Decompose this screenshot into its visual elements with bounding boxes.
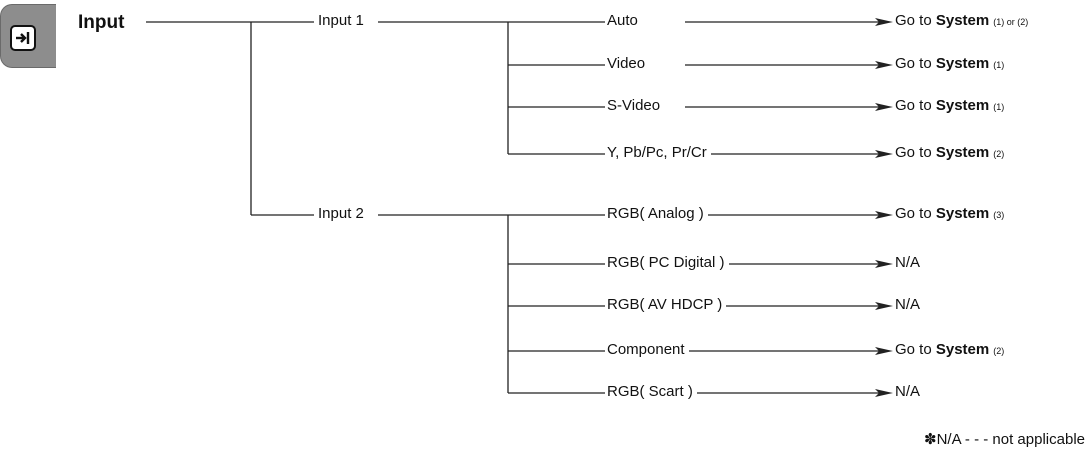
option-label: RGB( AV HDCP ): [605, 295, 727, 315]
branch-label: Input 2: [314, 204, 368, 224]
option-label: Component: [605, 340, 689, 360]
result-note: (2): [993, 149, 1005, 159]
result-text: Go to: [895, 97, 936, 114]
option-label: RGB( Scart ): [605, 382, 697, 402]
result-note: (1): [993, 60, 1005, 70]
result-text: Go to: [895, 55, 936, 72]
result-note: (2): [993, 346, 1005, 356]
result-label: Go to System(2): [895, 340, 1004, 361]
option-label: RGB( PC Digital ): [605, 253, 729, 273]
result-arrow-head: [875, 103, 893, 111]
result-arrow-head: [875, 389, 893, 397]
result-target: System: [935, 144, 990, 161]
result-text: Go to: [895, 12, 936, 29]
result-target: System: [935, 97, 990, 114]
result-text: N/A: [895, 383, 921, 400]
option-label: Y, Pb/Pc, Pr/Cr: [605, 143, 711, 163]
result-target: System: [935, 12, 990, 29]
result-target: System: [935, 55, 990, 72]
result-text: N/A: [895, 254, 921, 271]
option-label: Auto: [605, 11, 642, 31]
branch-label: Input 1: [314, 11, 368, 31]
result-target: System: [935, 205, 990, 222]
option-label: RGB( Analog ): [605, 204, 708, 224]
result-arrow-head: [875, 211, 893, 219]
result-text: Go to: [895, 205, 936, 222]
result-arrow-head: [875, 18, 893, 26]
result-text: N/A: [895, 296, 921, 313]
result-label: N/A: [895, 382, 920, 402]
option-label: Video: [605, 54, 650, 74]
result-label: Go to System(1): [895, 96, 1004, 117]
result-label: N/A: [895, 253, 920, 273]
footnote: ✽N/A - - - not applicable: [924, 431, 1085, 448]
result-text: Go to: [895, 144, 936, 161]
result-arrow-head: [875, 302, 893, 310]
result-label: Go to System(1) or (2): [895, 11, 1028, 32]
result-label: N/A: [895, 295, 920, 315]
result-text: Go to: [895, 341, 936, 358]
result-note: (1) or (2): [993, 17, 1029, 27]
result-note: (1): [993, 102, 1005, 112]
result-arrow-head: [875, 260, 893, 268]
input-menu-tab: [0, 4, 56, 68]
menu-title: Input: [78, 11, 129, 35]
result-arrow-head: [875, 347, 893, 355]
result-arrow-head: [875, 150, 893, 158]
result-target: System: [935, 341, 990, 358]
result-label: Go to System(1): [895, 54, 1004, 75]
result-label: Go to System(3): [895, 204, 1004, 225]
input-icon: [10, 25, 36, 51]
option-label: S-Video: [605, 96, 665, 116]
result-arrow-head: [875, 61, 893, 69]
result-label: Go to System(2): [895, 143, 1004, 164]
result-note: (3): [993, 210, 1005, 220]
